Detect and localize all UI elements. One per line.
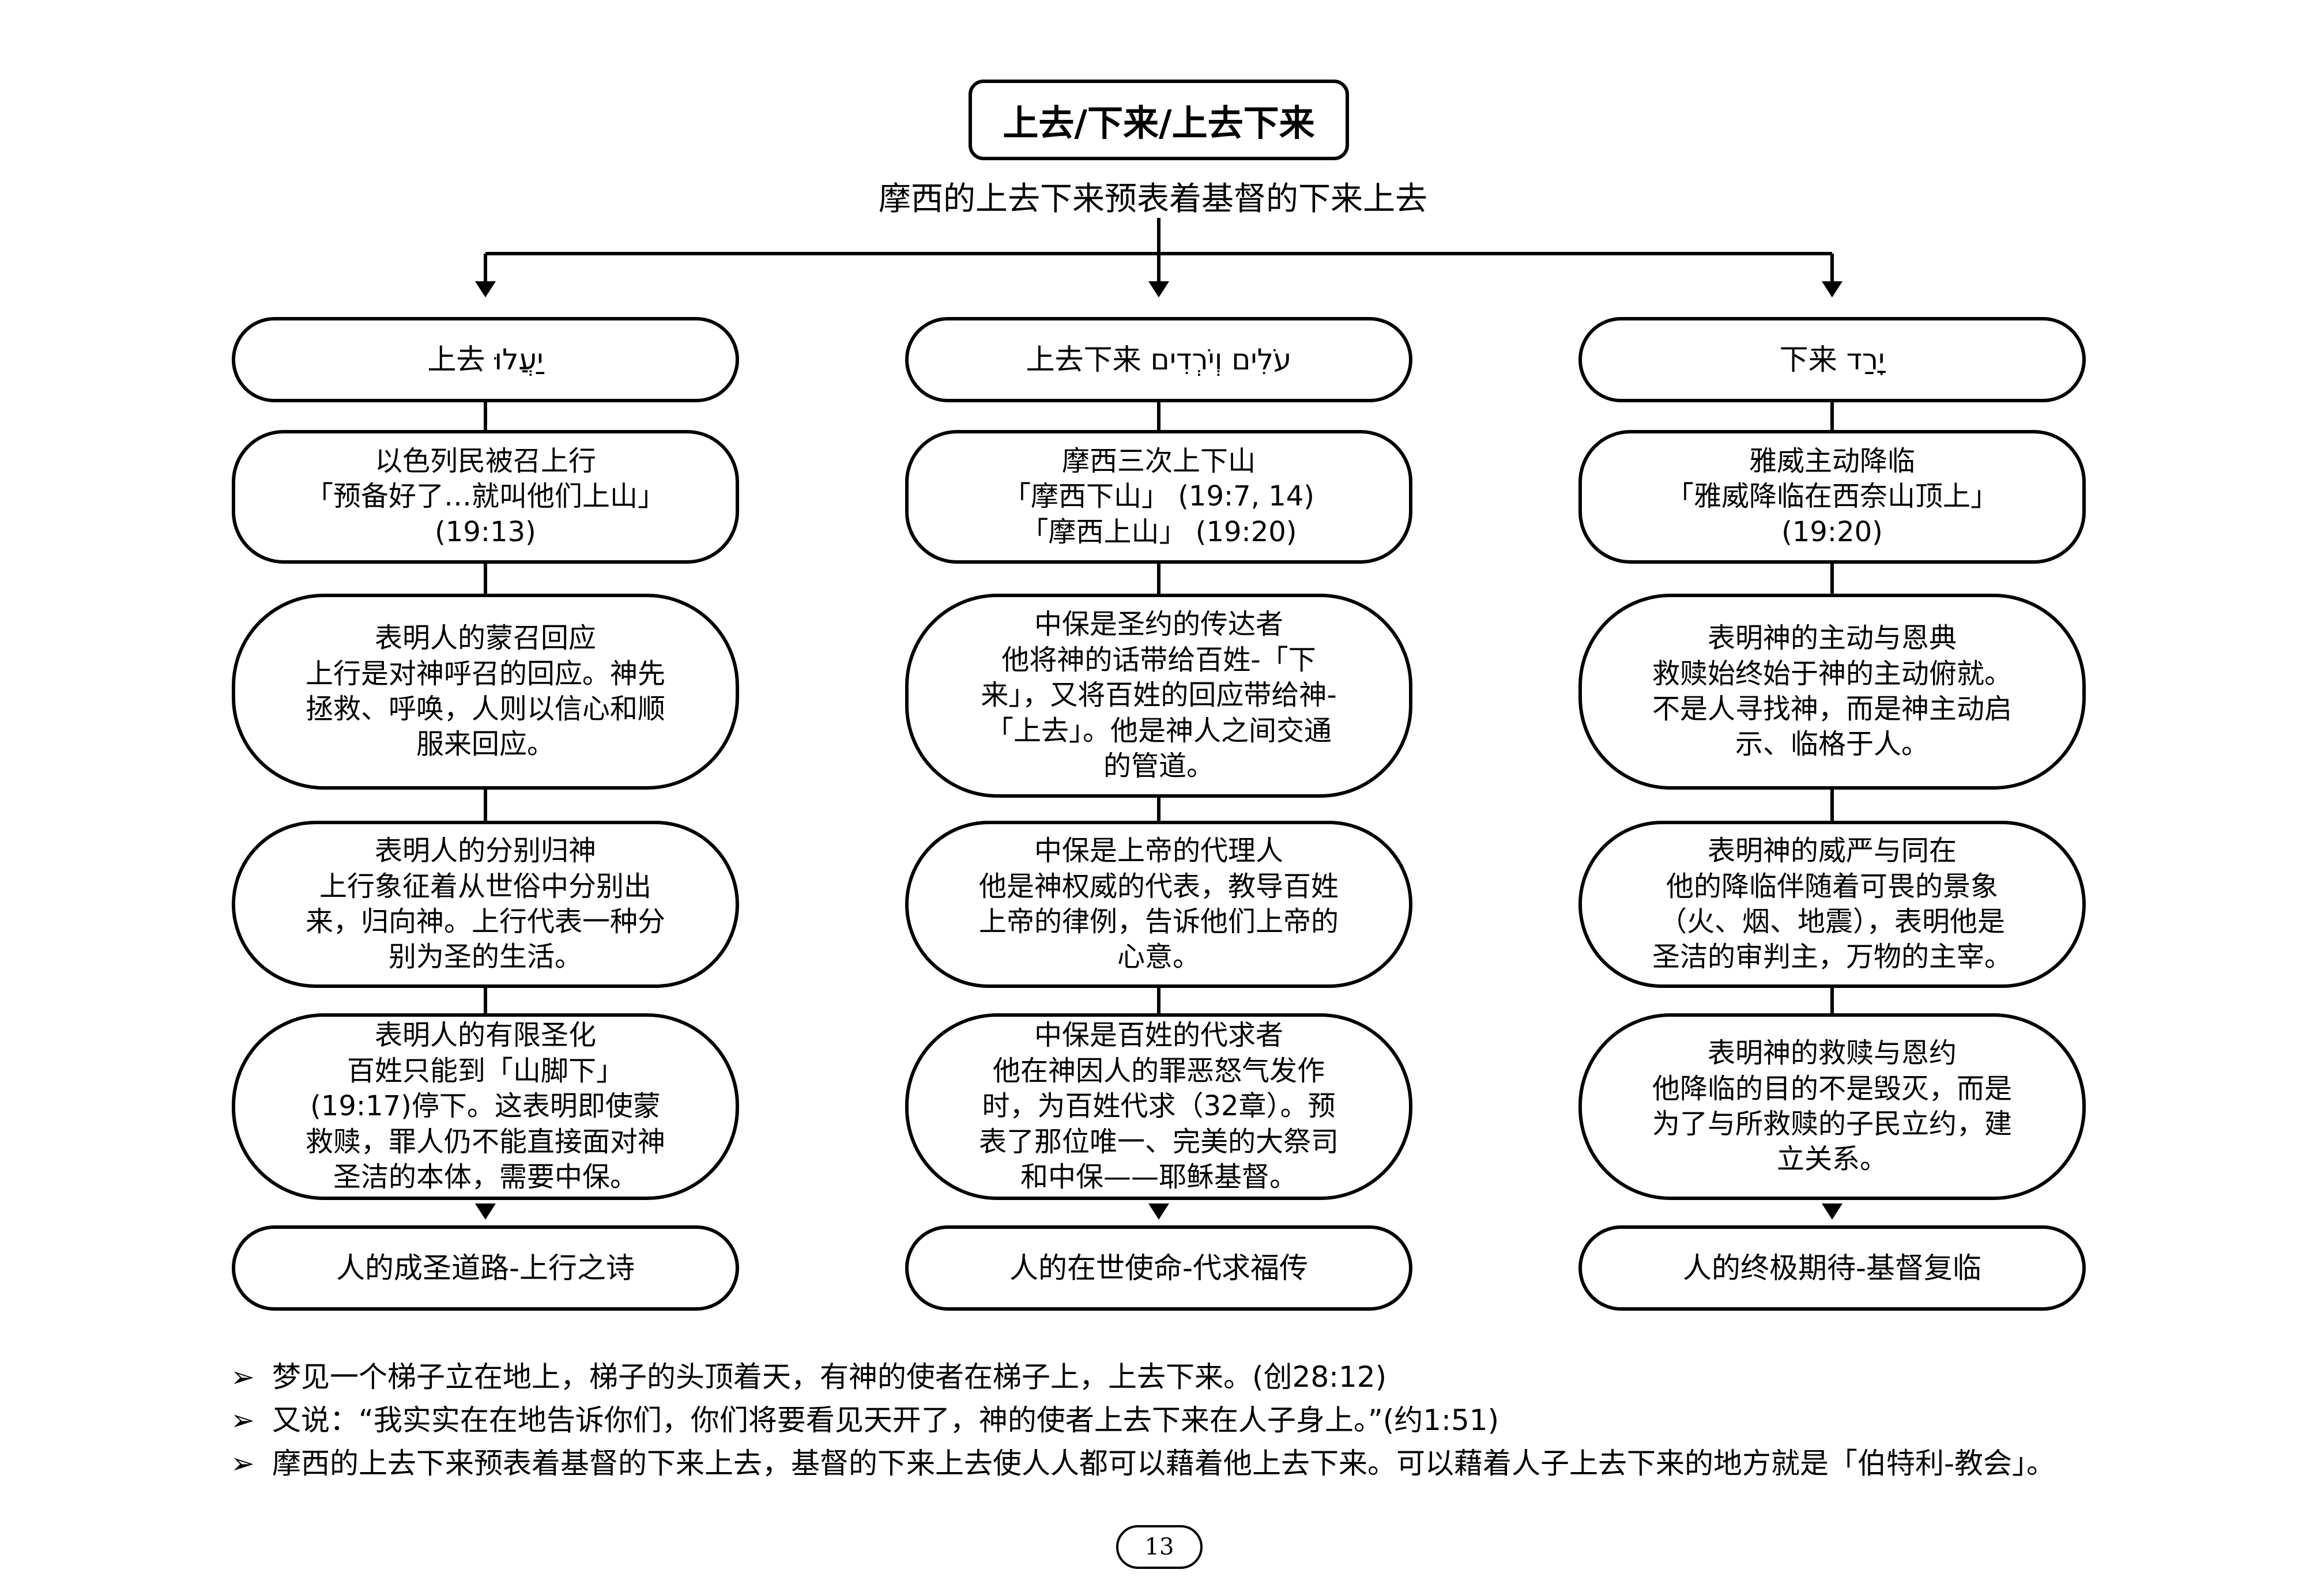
header-label: 上去 [427,343,485,376]
diagram-subtitle: 摩西的上去下来预表着基督的下来上去 [879,180,1427,218]
point-line: 圣洁的审判主，万物的主宰。 [1652,941,2012,974]
point-heading: 表明神的主动与恩典 [1707,622,1957,655]
point-line: 和中保——耶稣基督。 [1020,1161,1297,1194]
column-up-reference: 以色列民被召上行 「预备好了…就叫他们上山」 (19:13) [232,430,739,564]
point-line: 来」，又将百姓的回应带给神- [981,679,1337,712]
column-up-conclusion: 人的成圣道路-上行之诗 [232,1225,739,1311]
column-up-point-1: 表明人的蒙召回应 上行是对神呼召的回应。神先 拯救、呼唤，人则以信心和顺 服来回… [232,594,739,790]
ref-line: 「摩西上山」 (19:20) [1020,515,1297,548]
point-heading: 表明神的救赎与恩约 [1707,1037,1957,1070]
point-heading: 中保是圣约的传达者 [1034,608,1283,641]
column-up-down-point-3: 中保是百姓的代求者 他在神因人的罪恶怒气发作 时，为百姓代求（32章）。预 表了… [905,1013,1412,1200]
hebrew-term: יָרַד [1846,343,1885,376]
bullet-item: ➢ 梦见一个梯子立在地上，梯子的头顶着天，有神的使者在梯子上，上去下来。(创28… [231,1356,2191,1399]
point-heading: 表明神的威严与同在 [1707,835,1957,867]
bullet-item: ➢ 又说：“我实实在在地告诉你们，你们将要看见天开了，神的使者上去下来在人子身上… [231,1399,2191,1442]
point-line: 「上去」。他是神人之间交通 [985,714,1332,747]
arrow-bullet-icon: ➢ [231,1360,255,1394]
ref-line: 以色列民被召上行 [374,444,596,477]
column-up-point-2: 表明人的分别归神 上行象征着从世俗中分别出 来，归向神。上行代表一种分 别为圣的… [232,821,739,988]
point-line: 心意。 [1117,941,1200,974]
point-line: 为了与所救赎的子民立约，建 [1652,1108,2012,1140]
column-up-down-header: 上去下来 עֹלִים וְיֹרְדִים [905,317,1412,402]
point-line: 上帝的律例，告诉他们上帝的 [978,905,1339,938]
point-heading: 表明人的分别归神 [374,835,596,867]
arrow-bullet-icon: ➢ [231,1403,255,1437]
ref-line: (19:13) [435,515,536,548]
page-number: 13 [1116,1525,1203,1569]
point-line: 不是人寻找神，而是神主动启 [1652,693,2012,725]
ref-line: (19:20) [1781,515,1883,548]
branch-arrows [475,254,1842,297]
arrow-bullet-icon: ➢ [231,1447,255,1480]
point-line: 表了那位唯一、完美的大祭司 [978,1125,1339,1158]
diagram-title: 上去/下来/上去下来 [969,80,1349,160]
column-down-reference: 雅威主动降临 「雅威降临在西奈山顶上」 (19:20) [1578,430,2086,564]
bullet-text: 摩西的上去下来预表着基督的下来上去，基督的下来上去使人人都可以藉着他上去下来。可… [272,1447,2056,1480]
column-down-point-3: 表明神的救赎与恩约 他降临的目的不是毁灭，而是 为了与所救赎的子民立约，建 立关… [1578,1013,2086,1200]
ref-line: 「摩西下山」 (19:7, 14) [1003,480,1315,513]
point-line: 他在神因人的罪恶怒气发作 [992,1054,1325,1087]
bullet-item: ➢ 摩西的上去下来预表着基督的下来上去，基督的下来上去使人人都可以藉着他上去下来… [231,1442,2191,1485]
point-line: 服来回应。 [416,728,555,761]
point-heading: 中保是百姓的代求者 [1034,1019,1283,1052]
point-line: 圣洁的本体，需要中保。 [333,1161,638,1194]
column-down-conclusion: 人的终极期待-基督复临 [1578,1225,2086,1311]
bullet-text: 梦见一个梯子立在地上，梯子的头顶着天，有神的使者在梯子上，上去下来。(创28:1… [272,1360,1387,1394]
point-heading: 中保是上帝的代理人 [1034,835,1283,867]
point-line: 百姓只能到「山脚下」 [346,1054,624,1087]
point-line: 他的降临伴随着可畏的景象 [1666,870,1998,903]
point-line: 救赎，罪人仍不能直接面对神 [305,1125,665,1158]
ref-line: 「雅威降临在西奈山顶上」 [1666,480,1998,513]
point-line: 立关系。 [1776,1143,1887,1176]
column-up-down-reference: 摩西三次上下山 「摩西下山」 (19:7, 14) 「摩西上山」 (19:20) [905,430,1412,564]
column-up-down-point-2: 中保是上帝的代理人 他是神权威的代表，教导百姓 上帝的律例，告诉他们上帝的 心意… [905,821,1412,988]
bullet-text: 又说：“我实实在在地告诉你们，你们将要看见天开了，神的使者上去下来在人子身上。”… [272,1403,1499,1437]
hebrew-term: יַעֲלוּ [494,343,544,376]
ref-line: 摩西三次上下山 [1061,444,1256,477]
point-line: 上行是对神呼召的回应。神先 [305,657,665,690]
point-line: 别为圣的生活。 [388,941,582,974]
point-heading: 表明人的有限圣化 [374,1019,596,1052]
point-line: 上行象征着从世俗中分别出 [319,870,651,903]
point-line: 示、临格于人。 [1735,728,1929,761]
point-line: 他降临的目的不是毁灭，而是 [1652,1072,2012,1105]
column-up-down-point-1: 中保是圣约的传达者 他将神的话带给百姓-「下 来」，又将百姓的回应带给神- 「上… [905,594,1412,798]
point-line: 救赎始终始于神的主动俯就。 [1652,657,2012,690]
point-line: (19:17)停下。这表明即使蒙 [310,1090,661,1123]
column-down-header: 下来 יָרַד [1578,317,2086,402]
footnote-bullets: ➢ 梦见一个梯子立在地上，梯子的头顶着天，有神的使者在梯子上，上去下来。(创28… [231,1356,2191,1485]
column-up-header: 上去 יַעֲלוּ [232,317,739,402]
column-up-point-3: 表明人的有限圣化 百姓只能到「山脚下」 (19:17)停下。这表明即使蒙 救赎，… [232,1013,739,1200]
point-line: 他将神的话带给百姓-「下 [1001,643,1316,676]
column-down-point-1: 表明神的主动与恩典 救赎始终始于神的主动俯就。 不是人寻找神，而是神主动启 示、… [1578,594,2086,790]
header-label: 上去下来 [1026,343,1141,376]
point-line: 的管道。 [1103,750,1214,783]
ref-line: 雅威主动降临 [1749,444,1915,477]
ref-line: 「预备好了…就叫他们上山」 [305,480,665,513]
point-line: 来，归向神。上行代表一种分 [305,905,665,938]
header-label: 下来 [1779,343,1837,376]
point-line: 时，为百姓代求（32章）。预 [982,1090,1336,1123]
point-heading: 表明人的蒙召回应 [374,622,596,655]
column-down-point-2: 表明神的威严与同在 他的降临伴随着可畏的景象 （火、烟、地震），表明他是 圣洁的… [1578,821,2086,988]
column-up-down-conclusion: 人的在世使命-代求福传 [905,1225,1412,1311]
point-line: 他是神权威的代表，教导百姓 [978,870,1339,903]
hebrew-term: עֹלִים וְיֹרְדִים [1150,343,1292,376]
point-line: 拯救、呼唤，人则以信心和顺 [305,693,665,725]
point-line: （火、烟、地震），表明他是 [1659,905,2005,938]
